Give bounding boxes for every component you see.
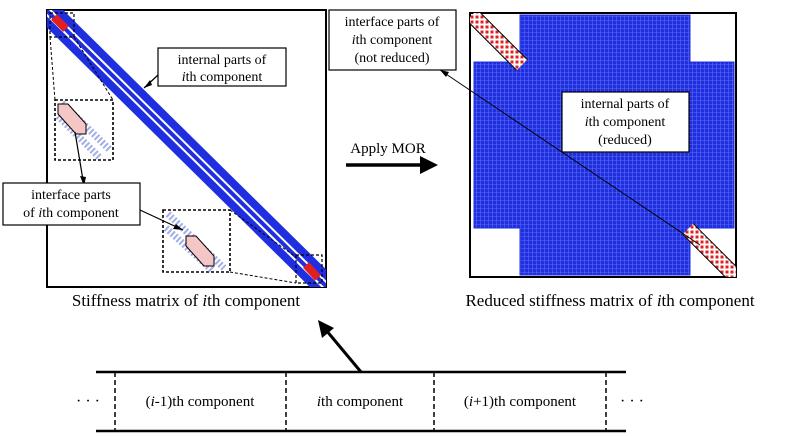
interface-block-bottom <box>303 262 321 281</box>
stiffness-matrix: internal parts of ith component interfac… <box>2 9 327 310</box>
diagonal-band <box>47 10 326 287</box>
internal-reduced-line1: internal parts of <box>581 97 670 112</box>
next-component-label: (i+1)th component <box>464 394 577 410</box>
internal-parts-label-line2: ith component <box>182 70 263 85</box>
apply-mor-label: Apply MOR <box>350 141 425 157</box>
interface-not-reduced-line3: (not reduced) <box>354 51 429 66</box>
apply-mor-arrow: Apply MOR <box>346 141 438 174</box>
interface-block-top <box>51 14 69 32</box>
zoom-box-top <box>54 99 114 161</box>
internal-parts-label-line1: internal parts of <box>178 53 267 68</box>
reduced-matrix-caption: Reduced stiffness matrix of ith componen… <box>465 291 754 310</box>
interface-parts-label-line2: of ith component <box>23 206 119 221</box>
component-bar: · · · (i-1)th component ith component (i… <box>76 370 644 433</box>
current-component-label: ith component <box>317 394 404 410</box>
internal-reduced-line3: (reduced) <box>598 133 652 148</box>
internal-reduced-line2: ith component <box>585 115 666 130</box>
ellipsis-left: · · · <box>76 393 100 410</box>
interface-block-bottom-right <box>683 224 736 277</box>
prev-component-label: (i-1)th component <box>146 394 256 410</box>
interface-not-reduced-line1: interface parts of <box>345 15 440 30</box>
up-arrow <box>318 320 363 373</box>
zoom-box-bottom <box>162 209 231 273</box>
interface-block-top-right <box>470 13 527 70</box>
arrow-head-icon <box>420 156 438 174</box>
interface-parts-label-line1: interface parts <box>31 188 111 203</box>
ellipsis-right: · · · <box>620 393 644 410</box>
interface-not-reduced-line2: ith component <box>352 33 433 48</box>
up-arrow-head-icon <box>318 320 334 338</box>
stiffness-matrix-caption: Stiffness matrix of ith component <box>72 291 301 310</box>
reduced-stiffness-matrix: interface parts of ith component (not re… <box>328 9 755 310</box>
